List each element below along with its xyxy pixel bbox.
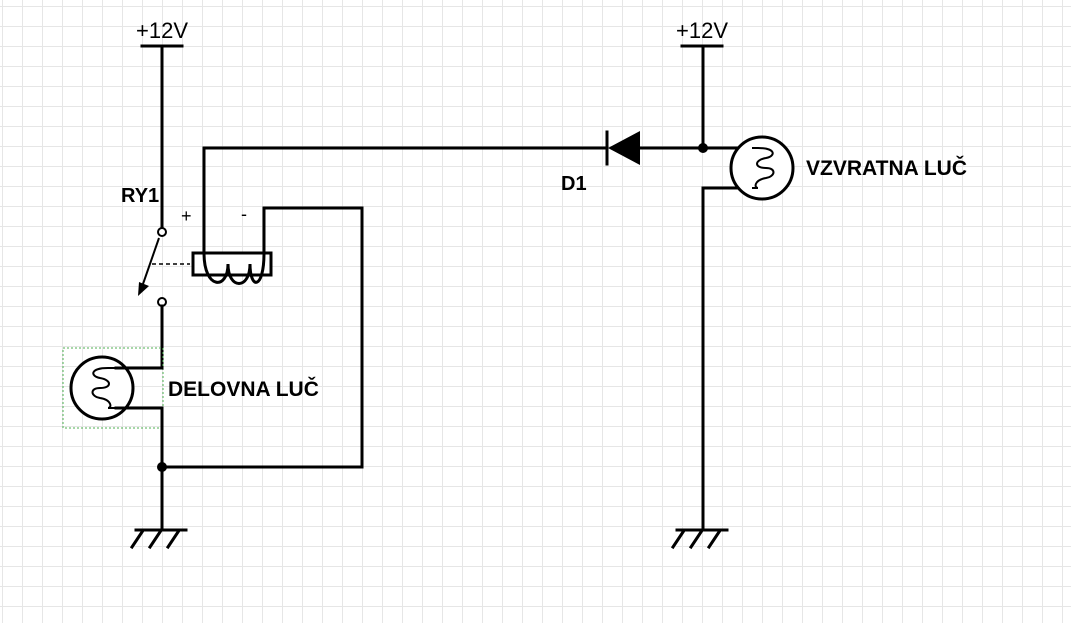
switch-blade-arrow (138, 282, 149, 296)
diode-ref-label: D1 (561, 173, 587, 195)
supply-left: +12V (136, 18, 188, 48)
coil-minus-label: - (241, 204, 247, 224)
ground-right (670, 528, 729, 550)
diode-d1 (605, 130, 640, 166)
ground-left-hatch-1 (129, 529, 145, 550)
supply-right-label: +12V (676, 18, 728, 43)
ground-right-hatch-1 (670, 529, 686, 550)
ground-left (129, 528, 188, 550)
diode-triangle (608, 131, 640, 165)
lamp-left (62, 347, 164, 429)
relay-coil-winding (202, 252, 266, 285)
coil-plus-label: + (181, 206, 192, 226)
relay-switch (138, 227, 190, 307)
ground-left-hatch-2 (147, 529, 163, 550)
relay-coil (191, 146, 273, 285)
ground-left-hatch-3 (165, 529, 181, 550)
ground-right-hatch-3 (706, 529, 722, 550)
lamp-right-label: VZVRATNA LUČ (806, 156, 967, 180)
lamp-left-selection-box (62, 347, 164, 429)
ground-right-hatch-2 (688, 529, 704, 550)
switch-contact-top (157, 227, 167, 237)
switch-blade (142, 237, 160, 285)
lamp-right-filament (752, 147, 775, 189)
relay-ref-label: RY1 (121, 185, 159, 207)
lamp-left-label: DELOVNA LUČ (168, 377, 319, 401)
supply-right: +12V (676, 18, 728, 48)
lamp-right (701, 135, 795, 201)
supply-left-label: +12V (136, 18, 188, 43)
lamp-left-filament (91, 367, 116, 409)
